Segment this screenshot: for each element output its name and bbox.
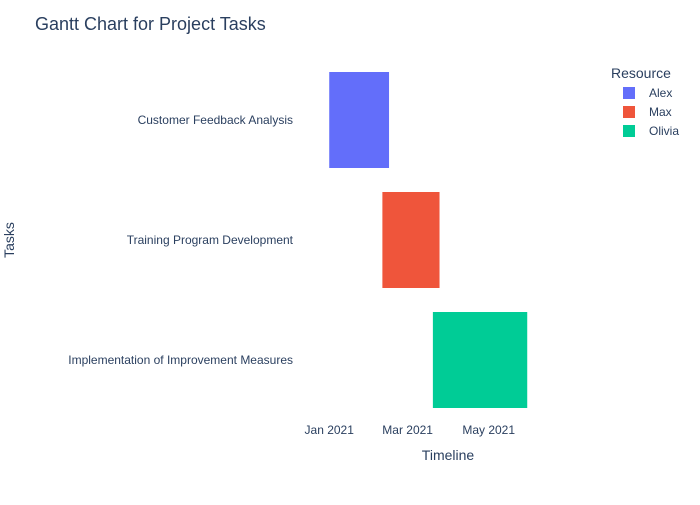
legend-swatch-max	[623, 106, 635, 118]
bar-implementation-of-improvement-measures[interactable]	[432, 312, 528, 408]
legend-label-max: Max	[649, 105, 672, 119]
x-tick-labels: Jan 2021 Mar 2021 May 2021	[305, 423, 516, 437]
legend-swatch-alex	[623, 87, 635, 99]
y-tick-label-implementation-of-improvement-measures: Implementation of Improvement Measures	[68, 353, 293, 367]
x-tick-label-jan-2021: Jan 2021	[305, 423, 355, 437]
x-tick-label-mar-2021: Mar 2021	[382, 423, 433, 437]
y-tick-label-training-program-development: Training Program Development	[127, 233, 294, 247]
legend-label-olivia: Olivia	[649, 124, 679, 138]
legend-item-max[interactable]: Max	[623, 105, 672, 119]
bars-layer	[329, 72, 528, 408]
legend-swatch-olivia	[623, 125, 635, 137]
legend-item-olivia[interactable]: Olivia	[623, 124, 679, 138]
bar-training-program-development[interactable]	[382, 192, 440, 288]
legend-item-alex[interactable]: Alex	[623, 86, 672, 100]
y-axis-title: Tasks	[1, 222, 17, 258]
y-tick-label-customer-feedback-analysis: Customer Feedback Analysis	[138, 113, 293, 127]
x-tick-label-may-2021: May 2021	[462, 423, 515, 437]
chart-title: Gantt Chart for Project Tasks	[35, 14, 266, 34]
legend-title: Resource	[611, 65, 671, 81]
x-axis-title: Timeline	[422, 447, 475, 463]
bar-customer-feedback-analysis[interactable]	[329, 72, 390, 168]
legend-label-alex: Alex	[649, 86, 672, 100]
